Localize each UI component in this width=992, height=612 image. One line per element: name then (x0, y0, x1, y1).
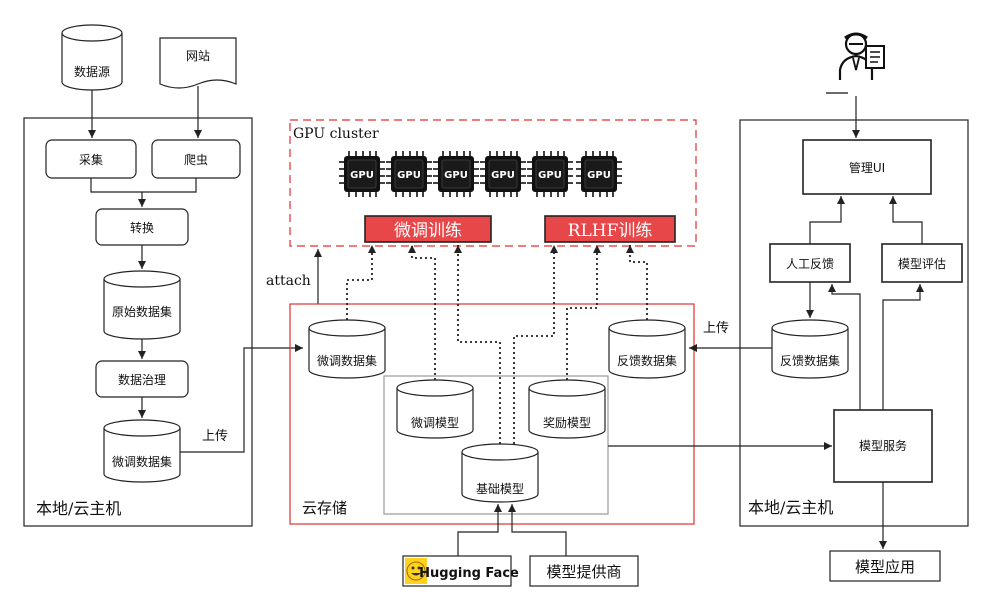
raw-dataset-label: 原始数据集 (112, 304, 172, 319)
training-dotted-flows (346, 245, 648, 444)
right-feedback-dataset-db[interactable]: 反馈数据集 (771, 319, 849, 379)
left-flow-arrows (88, 86, 303, 453)
admin-ui-box[interactable] (802, 139, 932, 195)
website-label: 网站 (186, 49, 210, 63)
rlhf-train-box[interactable] (544, 215, 676, 243)
gpu-chip-2: GPU (385, 150, 433, 198)
svg-text:GPU: GPU (538, 170, 562, 181)
cloud-storage-label: 云存储 (302, 499, 347, 517)
model-service-label: 模型服务 (859, 438, 907, 453)
gpu-chip-3: GPU (432, 150, 480, 198)
crawler-label: 爬虫 (184, 153, 208, 167)
finetune-model-label: 微调模型 (411, 416, 459, 430)
gpu-cluster-label: GPU cluster (293, 126, 379, 142)
svg-text:GPU: GPU (491, 170, 515, 181)
collect-label: 采集 (79, 152, 103, 167)
right-host-label: 本地/云主机 (748, 498, 833, 517)
cloud-feedback-dataset-label: 反馈数据集 (617, 353, 677, 368)
left-finetune-dataset-label: 微调数据集 (112, 454, 172, 469)
left-finetune-dataset-db[interactable]: 微调数据集 (103, 419, 181, 483)
human-feedback-box[interactable] (769, 243, 851, 283)
source-db-label: 数据源 (74, 64, 110, 79)
gpu-chip-4: GPU (479, 150, 527, 198)
right-host-frame (739, 119, 969, 527)
cloud-finetune-dataset-label: 微调数据集 (317, 353, 377, 368)
model-provider-box[interactable] (529, 555, 639, 587)
svg-text:GPU: GPU (397, 170, 421, 181)
model-store-frame (383, 375, 609, 515)
model-app-box[interactable] (829, 550, 941, 582)
left-upload-label: 上传 (202, 429, 228, 444)
right-feedback-dataset-label: 反馈数据集 (780, 353, 840, 368)
svg-text:GPU: GPU (350, 170, 374, 181)
transform-label: 转换 (130, 220, 154, 235)
model-eval-label: 模型评估 (898, 257, 946, 271)
base-model-label: 基础模型 (476, 482, 524, 496)
gpu-chip-5: GPU (526, 150, 574, 198)
cloud-feedback-dataset-db[interactable]: 反馈数据集 (608, 319, 686, 379)
model-service-box[interactable] (833, 409, 933, 483)
admin-ui-label: 管理UI (849, 160, 885, 175)
governance-label: 数据治理 (118, 372, 166, 387)
hugging-face-label: Hugging Face (419, 566, 519, 581)
svg-text:GPU: GPU (444, 170, 468, 181)
model-eval-box[interactable] (881, 243, 963, 283)
gpu-chip-6: GPU (575, 150, 623, 198)
gpu-cluster-frame (289, 119, 697, 247)
finetune-train-box[interactable] (364, 215, 492, 243)
admin-person-icon (826, 32, 885, 94)
website-doc[interactable]: 网站 (159, 37, 237, 89)
model-provider-label: 模型提供商 (546, 563, 621, 581)
human-feedback-label: 人工反馈 (786, 257, 834, 271)
right-flow-arrows (608, 96, 924, 549)
left-host-label: 本地/云主机 (36, 499, 121, 518)
svg-text:GPU: GPU (587, 170, 611, 181)
reward-model-label: 奖励模型 (543, 416, 591, 430)
gpu-chip-1: GPU (338, 150, 386, 198)
reward-model-db[interactable]: 奖励模型 (528, 379, 606, 439)
model-app-label: 模型应用 (855, 558, 915, 576)
raw-dataset-db[interactable]: 原始数据集 (103, 270, 181, 340)
finetune-model-db[interactable]: 微调模型 (396, 379, 474, 439)
base-model-db[interactable]: 基础模型 (461, 443, 539, 503)
finetune-train-label: 微调训练 (394, 221, 462, 241)
attach-label: attach (266, 273, 311, 289)
provider-arrows (457, 504, 567, 556)
cloud-storage-frame (289, 303, 695, 525)
cloud-finetune-dataset-db[interactable]: 微调数据集 (308, 319, 386, 379)
source-db[interactable]: 数据源 (61, 24, 123, 91)
hugging-face-logo[interactable]: Hugging Face (402, 555, 519, 587)
rlhf-train-label: RLHF训练 (568, 221, 653, 241)
right-upload-label: 上传 (703, 321, 729, 336)
left-host-frame (23, 117, 253, 527)
